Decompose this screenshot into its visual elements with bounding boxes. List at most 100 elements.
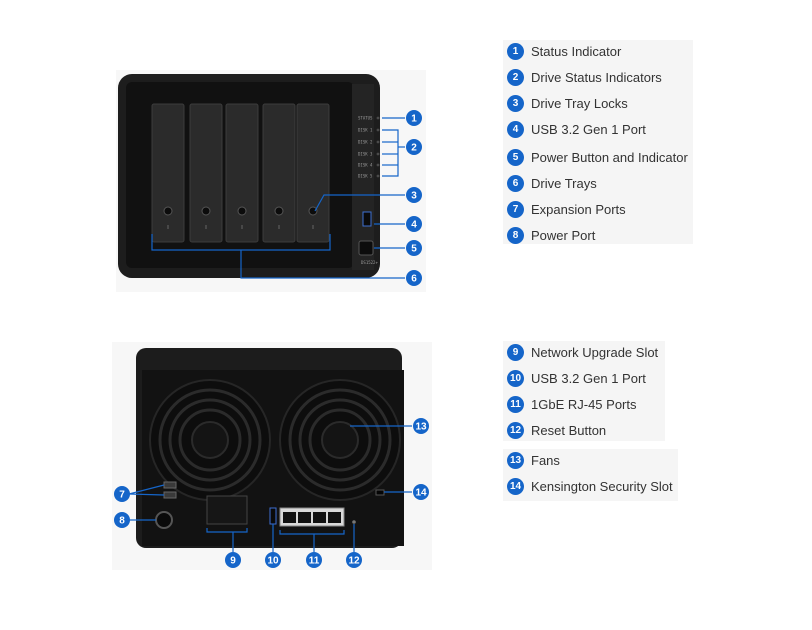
power-port[interactable] — [155, 511, 173, 529]
drive-tray-locks — [163, 206, 318, 216]
legend-item-power-button: 5 Power Button and Indicator — [507, 146, 688, 168]
callout-badge-2: 2 — [406, 139, 422, 155]
legend-badge: 13 — [507, 451, 524, 469]
callout-badge-1: 1 — [406, 110, 422, 126]
fans — [149, 379, 401, 501]
reset-button[interactable] — [352, 520, 356, 524]
legend-label: Power Port — [531, 227, 596, 243]
rj45-port[interactable] — [328, 512, 341, 523]
svg-text:1: 1 — [411, 114, 417, 125]
legend-badge: 8 — [507, 226, 524, 244]
front-callout-lines — [151, 117, 405, 279]
legend-badge: 10 — [507, 369, 524, 387]
rj45-port[interactable] — [313, 512, 326, 523]
legend-item-drive-tray-locks: 3 Drive Tray Locks — [507, 92, 628, 114]
rear-legend-ports: 9 Network Upgrade Slot 10 USB 3.2 Gen 1 … — [503, 341, 665, 441]
svg-text:12: 12 — [348, 556, 360, 567]
legend-item-reset-button: 12 Reset Button — [507, 419, 606, 441]
kensington-slot[interactable] — [375, 489, 385, 496]
svg-text:4: 4 — [411, 220, 417, 231]
legend-label: 1GbE RJ-45 Ports — [531, 396, 637, 412]
svg-text:14: 14 — [415, 488, 427, 499]
led-indicator-icon — [376, 163, 380, 167]
legend-badge: 4 — [507, 120, 524, 138]
tray-lock-icon[interactable] — [308, 206, 318, 216]
svg-text:6: 6 — [411, 274, 417, 285]
legend-badge: 3 — [507, 94, 524, 112]
svg-text:10: 10 — [267, 556, 279, 567]
legend-label: USB 3.2 Gen 1 Port — [531, 121, 646, 137]
legend-item-drive-status-indicators: 2 Drive Status Indicators — [507, 66, 662, 88]
front-usb-port[interactable] — [362, 211, 372, 227]
legend-badge: 6 — [507, 174, 524, 192]
front-legend: 1 Status Indicator 2 Drive Status Indica… — [503, 40, 693, 244]
legend-label: Status Indicator — [531, 43, 622, 59]
legend-item-drive-trays: 6 Drive Trays — [507, 172, 597, 194]
callout-badge-4: 4 — [406, 216, 422, 232]
callout-badge-11: 11 — [306, 552, 322, 568]
legend-item-usb-port: 4 USB 3.2 Gen 1 Port — [507, 118, 646, 140]
fan-icon — [279, 379, 401, 501]
led-indicator-icon — [376, 128, 380, 132]
led-label: DISK 4 — [358, 163, 373, 168]
network-upgrade-slot[interactable] — [206, 495, 248, 525]
fan-icon — [149, 379, 271, 501]
rj45-port[interactable] — [298, 512, 311, 523]
callout-badge-5: 5 — [406, 240, 422, 256]
drive-tray[interactable] — [151, 103, 185, 243]
legend-badge: 9 — [507, 343, 524, 361]
legend-item-fans: 13 Fans — [507, 449, 560, 471]
legend-item-kensington-slot: 14 Kensington Security Slot — [507, 475, 673, 497]
led-indicator-icon — [376, 140, 380, 144]
rj45-port[interactable] — [283, 512, 296, 523]
drive-tray[interactable] — [262, 103, 296, 243]
rj45-ports — [279, 507, 345, 527]
legend-label: Expansion Ports — [531, 201, 626, 217]
led-label: DISK 1 — [358, 128, 373, 133]
tray-lock-icon[interactable] — [237, 206, 247, 216]
callout-badge-7: 7 — [114, 486, 130, 502]
tray-lock-icon[interactable] — [163, 206, 173, 216]
callout-badge-6: 6 — [406, 270, 422, 286]
drive-tray[interactable] — [296, 103, 330, 243]
expansion-port[interactable] — [163, 481, 177, 489]
legend-item-rj45-ports: 11 1GbE RJ-45 Ports — [507, 393, 637, 415]
drive-tray[interactable] — [189, 103, 223, 243]
svg-text:7: 7 — [119, 490, 125, 501]
callout-badge-8: 8 — [114, 512, 130, 528]
svg-text:9: 9 — [230, 556, 236, 567]
led-label: DISK 5 — [358, 174, 373, 179]
led-indicator-icon — [376, 116, 380, 120]
legend-label: Drive Tray Locks — [531, 95, 628, 111]
rear-callouts: 7 8 9 10 11 12 13 14 — [114, 418, 429, 568]
callout-badge-3: 3 — [406, 187, 422, 203]
legend-badge: 1 — [507, 42, 524, 60]
callout-badge-10: 10 — [265, 552, 281, 568]
legend-item-power-port: 8 Power Port — [507, 224, 595, 246]
power-button[interactable] — [358, 240, 374, 256]
svg-text:2: 2 — [411, 143, 417, 154]
tray-lock-icon[interactable] — [274, 206, 284, 216]
tray-lock-icon[interactable] — [201, 206, 211, 216]
legend-badge: 11 — [507, 395, 524, 413]
expansion-port[interactable] — [163, 491, 177, 499]
callout-badge-9: 9 — [225, 552, 241, 568]
legend-badge: 12 — [507, 421, 524, 439]
legend-label: USB 3.2 Gen 1 Port — [531, 370, 646, 386]
legend-item-network-upgrade-slot: 9 Network Upgrade Slot — [507, 341, 658, 363]
legend-item-status-indicator: 1 Status Indicator — [507, 40, 621, 62]
callout-badge-12: 12 — [346, 552, 362, 568]
led-indicator-icon — [376, 152, 380, 156]
rear-usb-port[interactable] — [269, 507, 277, 525]
drive-trays — [151, 103, 330, 243]
svg-text:5: 5 — [411, 244, 417, 255]
legend-item-rear-usb-port: 10 USB 3.2 Gen 1 Port — [507, 367, 646, 389]
drive-tray[interactable] — [225, 103, 259, 243]
legend-label: Fans — [531, 452, 560, 468]
legend-badge: 2 — [507, 68, 524, 86]
led-indicator-icon — [376, 174, 380, 178]
led-label: STATUS — [358, 116, 373, 121]
legend-label: Reset Button — [531, 422, 607, 438]
legend-label: Kensington Security Slot — [531, 478, 673, 494]
